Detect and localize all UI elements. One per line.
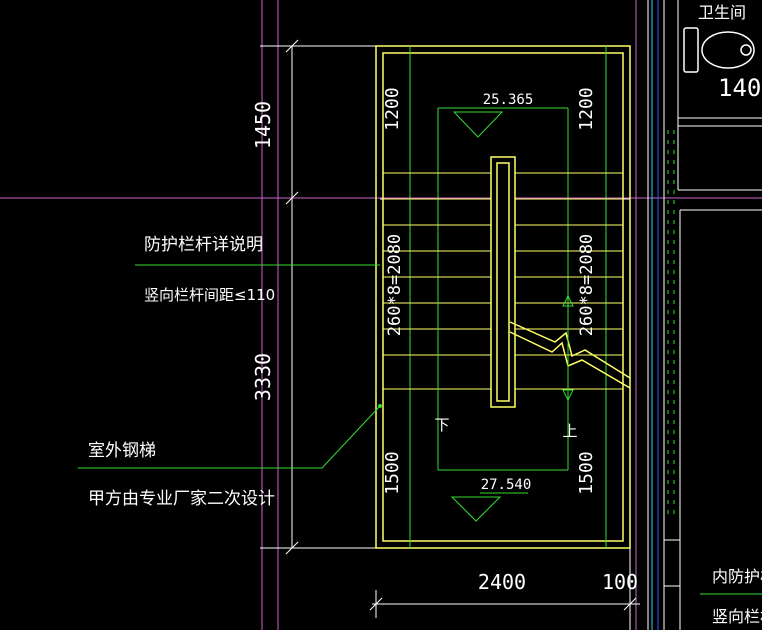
dim-upper-flight-left: 1200 (382, 87, 403, 130)
label-up: 上 (562, 422, 577, 440)
direction-arrow-up (562, 294, 574, 402)
elevation-upper: 25.365 (483, 92, 534, 108)
dim-lower-flight-right: 1500 (576, 451, 597, 494)
annotation-bottom-right-2: 竖向栏杆 (712, 607, 762, 626)
dim-mid-left: 3330 (251, 353, 275, 401)
left-dimension-chain (260, 39, 376, 555)
stair-outer-wall (375, 45, 631, 549)
dim-upper-flight-right: 1200 (576, 87, 597, 130)
annotation-bottom-right-1: 内防护栏 (712, 567, 762, 586)
railing-title: 防护栏杆详说明 (144, 235, 263, 255)
railing-spacing: 竖向栏杆间距≤110 (144, 286, 275, 304)
elevation-marker-upper (452, 107, 534, 138)
right-building-lines (635, 0, 762, 630)
label-down: 下 (434, 416, 449, 434)
elevation-marker-lower (450, 492, 528, 522)
elevation-lower: 27.540 (481, 477, 532, 493)
toilet-symbol (683, 27, 755, 73)
dim-lower-flight-left: 1500 (382, 451, 403, 494)
bottom-dimension (369, 548, 640, 630)
break-line (509, 321, 631, 389)
dim-stair-run-right: 260*8=2080 (577, 234, 597, 336)
dim-bottom-width: 2400 (478, 570, 526, 594)
center-stringer (490, 156, 516, 408)
left-extension-lines (261, 0, 279, 630)
dim-top-left: 1450 (251, 101, 275, 149)
dim-right-partial: 1400 (718, 74, 762, 102)
leader-dot (378, 404, 382, 408)
room-label-top-right: 卫生间 (698, 3, 746, 22)
stair-title: 室外钢梯 (88, 441, 156, 461)
dim-bottom-wall: 100 (602, 570, 638, 594)
stair-note: 甲方由专业厂家二次设计 (88, 489, 275, 509)
dim-stair-run-left: 260*8=2080 (385, 234, 405, 336)
leader-lines (78, 264, 381, 469)
